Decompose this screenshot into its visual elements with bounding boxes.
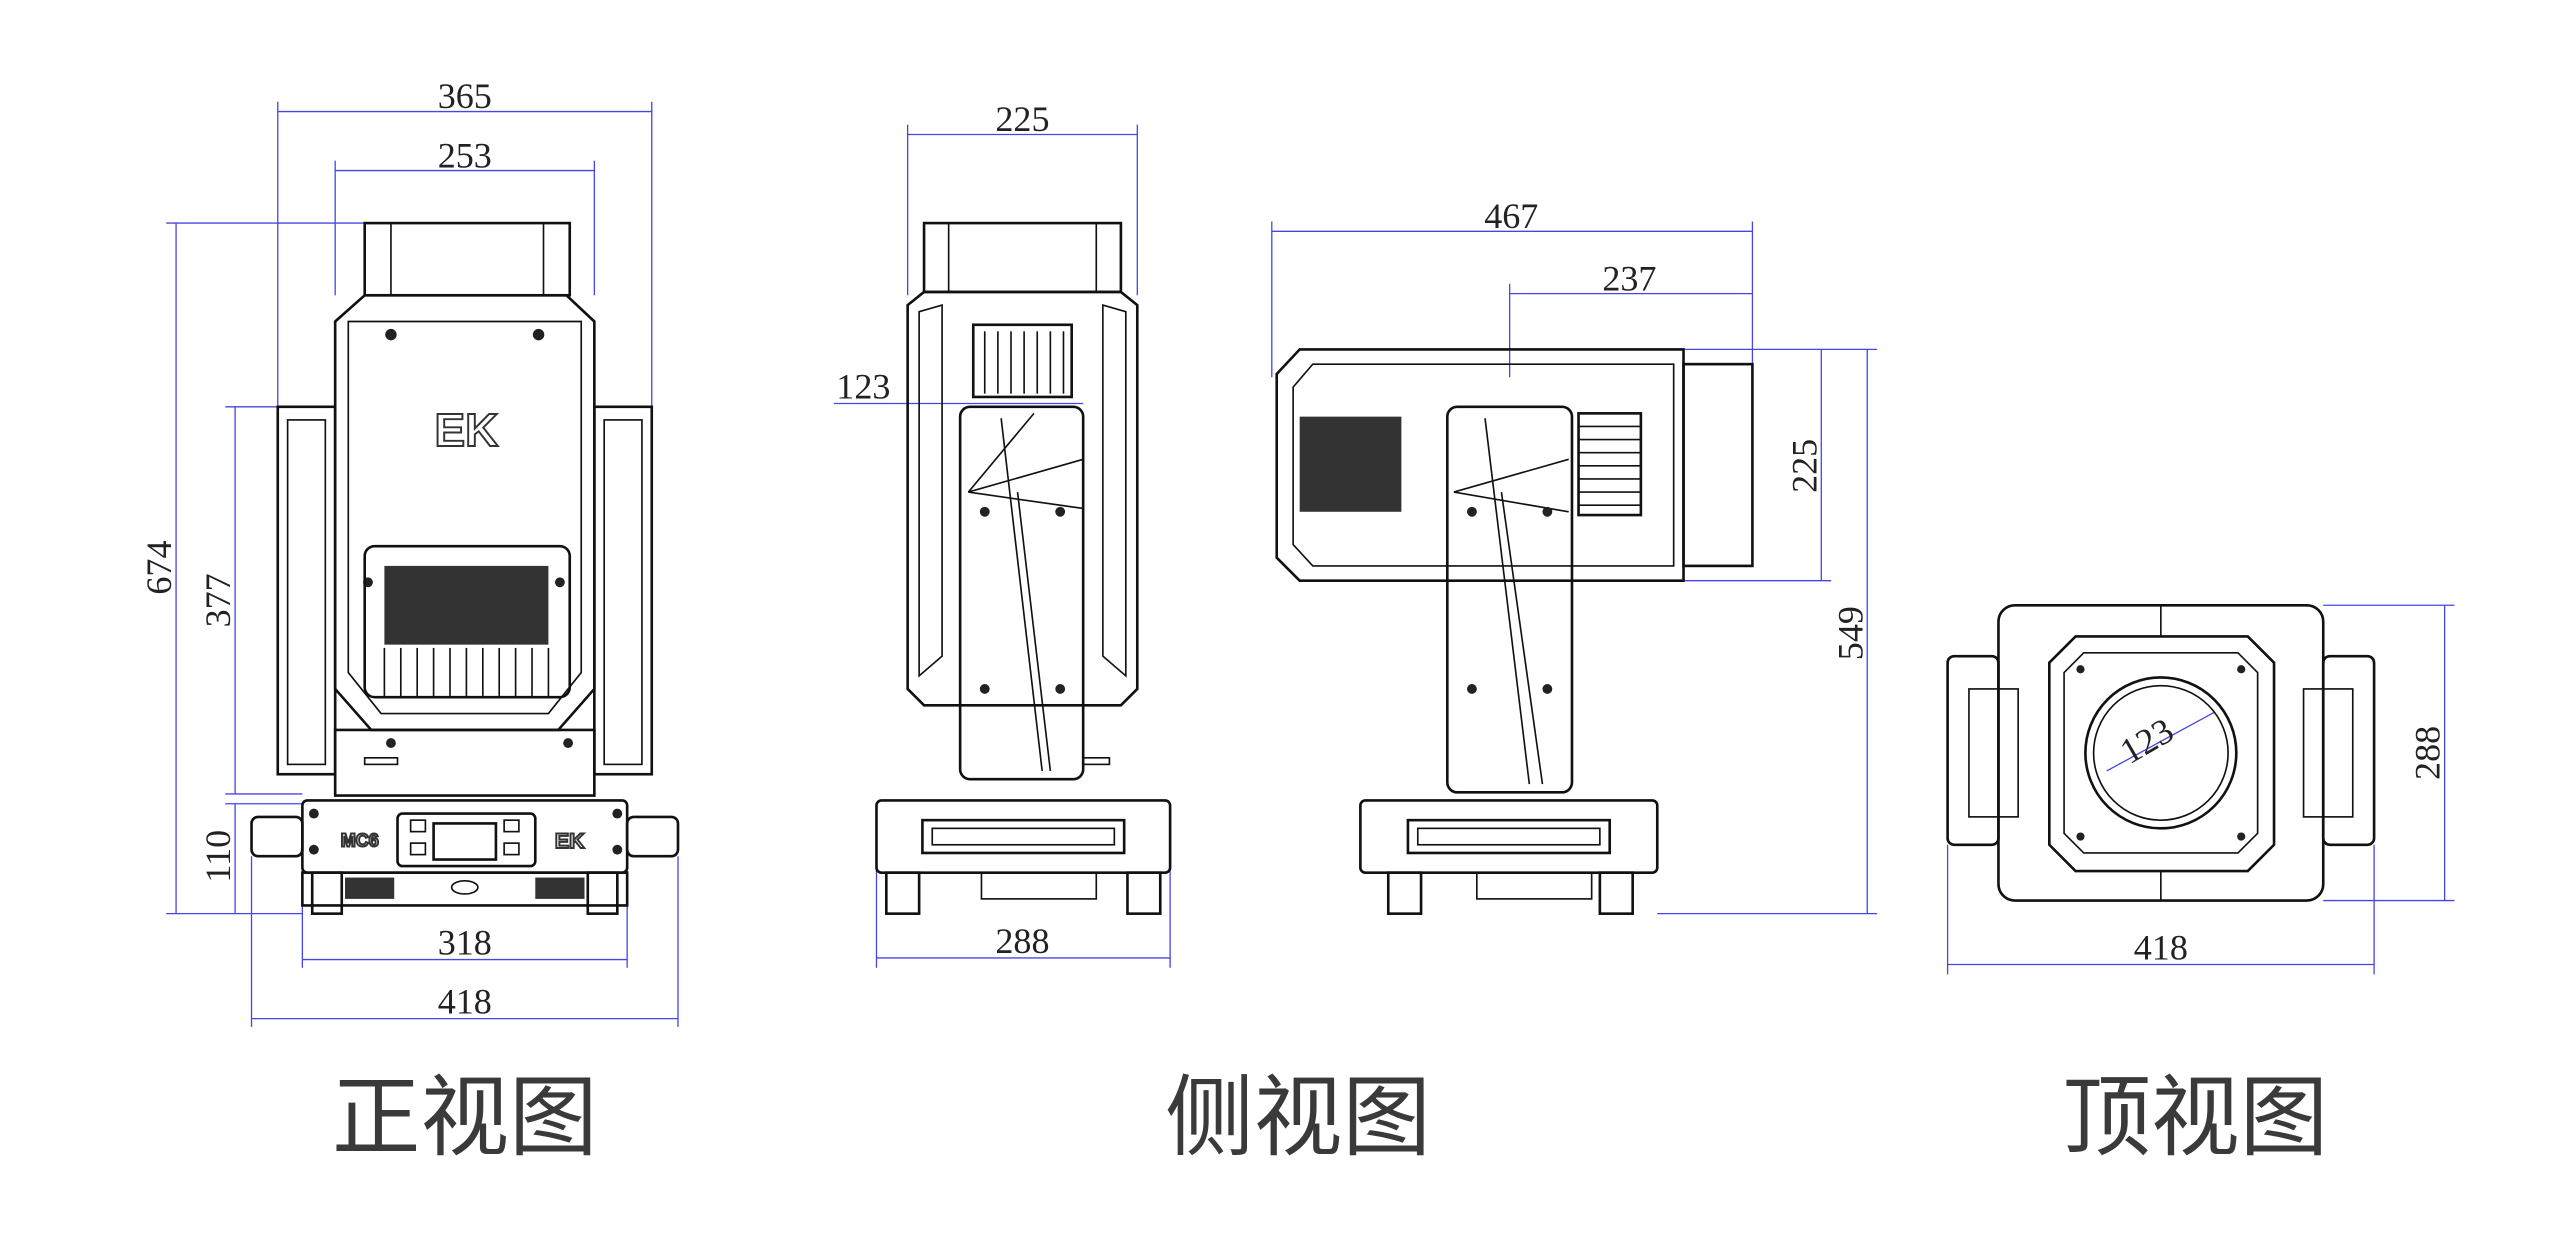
dim-288-side: 288 [995, 921, 1049, 961]
dim-418: 418 [438, 982, 492, 1022]
dim-237: 237 [1602, 258, 1656, 298]
dim-318: 318 [438, 923, 492, 963]
dim-365: 365 [438, 76, 492, 116]
base-ek-logo: EK [555, 829, 585, 853]
front-view: 365 253 674 377 110 318 418 EK [139, 76, 680, 1027]
dim-377: 377 [198, 573, 238, 627]
dim-549: 549 [1830, 606, 1870, 660]
caption-front-view: 正视图 [332, 1066, 598, 1169]
dim-225-top: 225 [995, 99, 1049, 139]
dim-418-top: 418 [2134, 928, 2188, 968]
front-ek-logo: EK [435, 404, 499, 456]
caption-side-view: 侧视图 [1165, 1066, 1431, 1169]
dim-288-top: 288 [2408, 726, 2448, 780]
side-view-tilted: 467 237 225 549 [1271, 196, 1878, 915]
caption-top-view: 顶视图 [2062, 1066, 2328, 1169]
front-dimension-lines [166, 101, 679, 1027]
top-view: 288 418 123 [1946, 603, 2455, 975]
side-view-front: 225 123 288 [833, 99, 1172, 968]
front-base [250, 799, 680, 915]
dim-123-side: 123 [836, 367, 890, 407]
dim-674: 674 [139, 540, 179, 594]
panel-mc6-label: MC6 [341, 830, 379, 850]
dim-225-head: 225 [1784, 439, 1824, 493]
front-fixture-outline [276, 221, 654, 797]
dim-253: 253 [438, 135, 492, 175]
dim-467: 467 [1484, 196, 1538, 236]
dim-110: 110 [198, 830, 238, 883]
